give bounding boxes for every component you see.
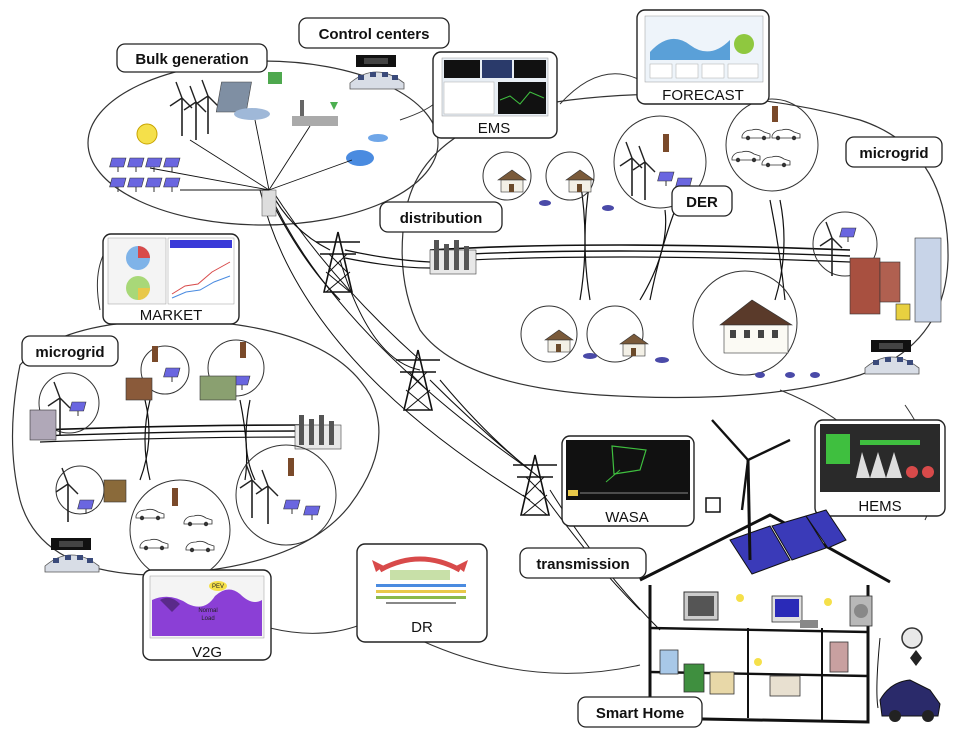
v2g-band-label: Normal [198, 608, 217, 614]
market-panel: MARKET [102, 233, 240, 325]
forecast-label: FORECAST [662, 87, 744, 104]
bulk-generation-assets [109, 72, 388, 217]
ems-panel: EMS [432, 51, 558, 139]
ems-label: EMS [478, 120, 511, 137]
distribution-feeder [429, 179, 851, 301]
transmission-label: transmission [536, 556, 629, 573]
hems-label: HEMS [858, 498, 901, 515]
dr-panel: DR [356, 543, 488, 643]
v2g-band-label2: Load [201, 616, 214, 622]
control-console-left [44, 537, 100, 573]
microgrid-left-label-box: microgrid [21, 335, 119, 367]
market-label: MARKET [140, 307, 203, 324]
bulk-generation-label: Bulk generation [135, 51, 248, 68]
v2g-label: V2G [192, 644, 222, 661]
distribution-label: distribution [400, 210, 483, 227]
smart-home-label: Smart Home [596, 705, 684, 722]
transmission-label-box: transmission [519, 547, 647, 579]
pylon-2 [395, 349, 441, 411]
smart-home-label-box: Smart Home [577, 696, 703, 728]
smart-home-illustration [639, 419, 941, 724]
distribution-substation [429, 239, 477, 275]
control-centers-label-box: Control centers [298, 17, 450, 49]
pylon-1 [315, 231, 361, 293]
dr-label: DR [411, 619, 433, 636]
distribution-label-box: distribution [379, 201, 503, 233]
microgrid-left-assets [29, 339, 337, 581]
hems-panel: HEMS [814, 419, 946, 517]
der-label: DER [686, 194, 718, 211]
control-console-top [349, 54, 405, 90]
v2g-peak-label: PEV [212, 584, 224, 590]
microgrid-right-label-box: microgrid [845, 136, 943, 168]
microgrid-left-label: microgrid [35, 344, 104, 361]
forecast-panel: FORECAST [636, 9, 770, 105]
house-wind-turbine [711, 419, 791, 561]
v2g-panel: PEV Normal Load V2G [142, 569, 272, 661]
control-console-right [864, 339, 920, 375]
transmission-lines [259, 189, 661, 631]
left-substation [294, 414, 342, 450]
house-solar-panels [729, 509, 847, 575]
bulk-generation-label-box: Bulk generation [116, 43, 268, 73]
control-centers-label: Control centers [319, 26, 430, 43]
left-feeder [39, 399, 301, 481]
pylon-3 [512, 454, 558, 516]
microgrid-right-label: microgrid [859, 145, 928, 162]
microgrid-right-assets [482, 98, 942, 378]
wasa-label: WASA [605, 509, 649, 526]
wasa-panel: WASA [561, 435, 695, 527]
der-label-box: DER [671, 185, 733, 217]
